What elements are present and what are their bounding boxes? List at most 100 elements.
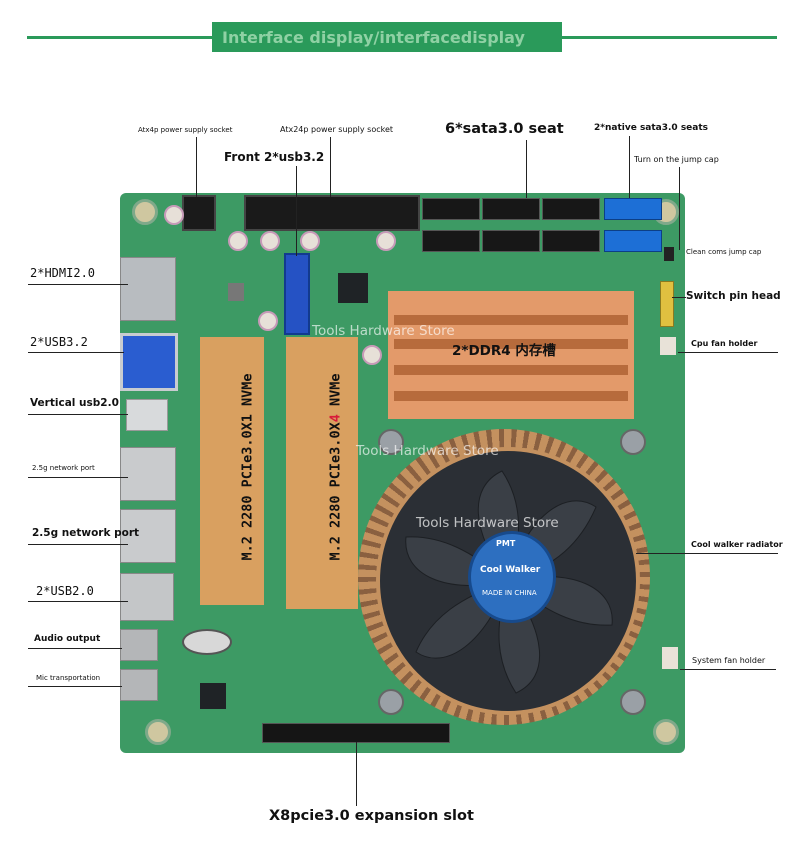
- usb20-label: 2*USB2.0: [36, 584, 94, 598]
- mic-jack: [120, 669, 158, 701]
- cmos-battery: [182, 629, 232, 655]
- leader-line: [28, 686, 122, 687]
- native-sata-port: [604, 198, 662, 220]
- leader-line: [28, 284, 128, 285]
- leader-line: [678, 352, 778, 353]
- sata-port: [422, 230, 480, 252]
- cpu-fan-header: [660, 337, 676, 355]
- net-small-label: 2.5g network port: [32, 464, 95, 472]
- usb20-ports: [120, 573, 174, 621]
- ddr4-label: 2*DDR4 内存槽: [452, 343, 556, 359]
- ddr4-slots: [388, 291, 634, 419]
- expansion-label: X8pcie3.0 expansion slot: [269, 808, 474, 824]
- fan-logo: PMT: [496, 539, 516, 548]
- screw: [620, 689, 646, 715]
- switch-pin-label: Switch pin head: [686, 290, 781, 302]
- screw: [620, 429, 646, 455]
- mic-label: Mic transportation: [36, 674, 101, 682]
- system-fan-header: [662, 647, 678, 669]
- m2-x4-label-b: 4: [327, 414, 344, 423]
- sata-seat-label: 6*sata3.0 seat: [445, 121, 564, 137]
- jump-cap-label: Turn on the jump cap: [634, 155, 719, 164]
- atx4p-label: Atx4p power supply socket: [138, 126, 233, 134]
- leader-line: [629, 136, 630, 198]
- capacitor: [258, 311, 278, 331]
- leader-line: [330, 137, 331, 197]
- sata-port: [482, 198, 540, 220]
- native-sata-label: 2*native sata3.0 seats: [594, 123, 709, 133]
- fan-brand: Cool Walker: [480, 565, 541, 575]
- leader-line: [28, 477, 128, 478]
- leader-line: [636, 553, 778, 554]
- usb32-ports: [120, 333, 178, 391]
- capacitor: [228, 231, 248, 251]
- m2-slot-x1: [200, 337, 264, 605]
- fan-made: MADE IN CHINA: [482, 589, 537, 597]
- watermark: Tools Hardware Store: [416, 515, 559, 531]
- pcie-x8-slot: [262, 723, 450, 743]
- front-usb-label: Front 2*usb3.2: [224, 150, 325, 164]
- leader-line: [28, 544, 128, 545]
- hdmi-ports: [120, 257, 176, 321]
- m2-x4-label-a: M.2 2280 PCIe3.0X: [327, 422, 344, 561]
- leader-line: [679, 167, 680, 250]
- switch-pin-header: [660, 281, 674, 327]
- radiator-label: Cool walker radiator: [691, 540, 783, 549]
- motherboard: 2*DDR4 内存槽 M.2 2280 PCIe3.0X1 NVMe M.2 2…: [120, 193, 685, 753]
- network-port-2: [120, 509, 176, 563]
- mount-hole: [145, 719, 171, 745]
- cpu-fan-label: Cpu fan holder: [691, 339, 758, 348]
- vertical-usb-label: Vertical usb2.0: [30, 397, 119, 409]
- leader-line: [296, 166, 297, 256]
- capacitor: [164, 205, 184, 225]
- leader-line: [28, 414, 128, 415]
- m2-x1-label: M.2 2280 PCIe3.0X1 NVMe: [239, 373, 256, 561]
- m2-x4-label: M.2 2280 PCIe3.0X4 NVMe: [327, 374, 343, 561]
- chip: [228, 283, 244, 301]
- watermark: Tools Hardware Store: [356, 443, 499, 459]
- chip: [200, 683, 226, 709]
- net-label: 2.5g network port: [32, 527, 140, 539]
- m2-slot-x4: [286, 337, 358, 609]
- capacitor: [300, 231, 320, 251]
- header-title-box: [212, 22, 562, 52]
- front-usb32-header: [284, 253, 310, 335]
- audio-label: Audio output: [34, 634, 101, 644]
- screw: [378, 689, 404, 715]
- sata-port: [542, 230, 600, 252]
- sata-port: [422, 198, 480, 220]
- m2-x4-label-c: NVMe: [327, 373, 344, 415]
- leader-line: [356, 742, 357, 806]
- leader-line: [28, 352, 124, 353]
- usb32-label: 2*USB3.2: [30, 335, 88, 349]
- leader-line: [526, 140, 527, 198]
- clean-cmos-label: Clean coms jump cap: [686, 248, 762, 256]
- leader-line: [672, 297, 686, 298]
- native-sata-port: [604, 230, 662, 252]
- leader-line: [196, 137, 197, 197]
- atx24p-label: Atx24p power supply socket: [280, 125, 394, 134]
- vertical-usb-port: [126, 399, 168, 431]
- leader-line: [680, 669, 776, 670]
- leader-line: [28, 601, 128, 602]
- audio-jack: [120, 629, 158, 661]
- watermark: Tools Hardware Store: [312, 323, 455, 339]
- capacitor: [260, 231, 280, 251]
- mount-hole: [653, 719, 679, 745]
- sata-port: [482, 230, 540, 252]
- capacitor: [362, 345, 382, 365]
- screw: [378, 429, 404, 455]
- chip: [338, 273, 368, 303]
- hdmi-label: 2*HDMI2.0: [30, 266, 96, 280]
- mount-hole: [132, 199, 158, 225]
- atx24p-socket: [244, 195, 420, 231]
- capacitor: [376, 231, 396, 251]
- atx4p-socket: [182, 195, 216, 231]
- clean-cmos-jumper: [664, 247, 674, 261]
- system-fan-label: System fan holder: [692, 656, 766, 665]
- header-title: Interface display/interfacedisplay: [222, 28, 525, 47]
- network-port-1: [120, 447, 176, 501]
- leader-line: [28, 648, 122, 649]
- sata-port: [542, 198, 600, 220]
- fan-hub: [468, 531, 556, 623]
